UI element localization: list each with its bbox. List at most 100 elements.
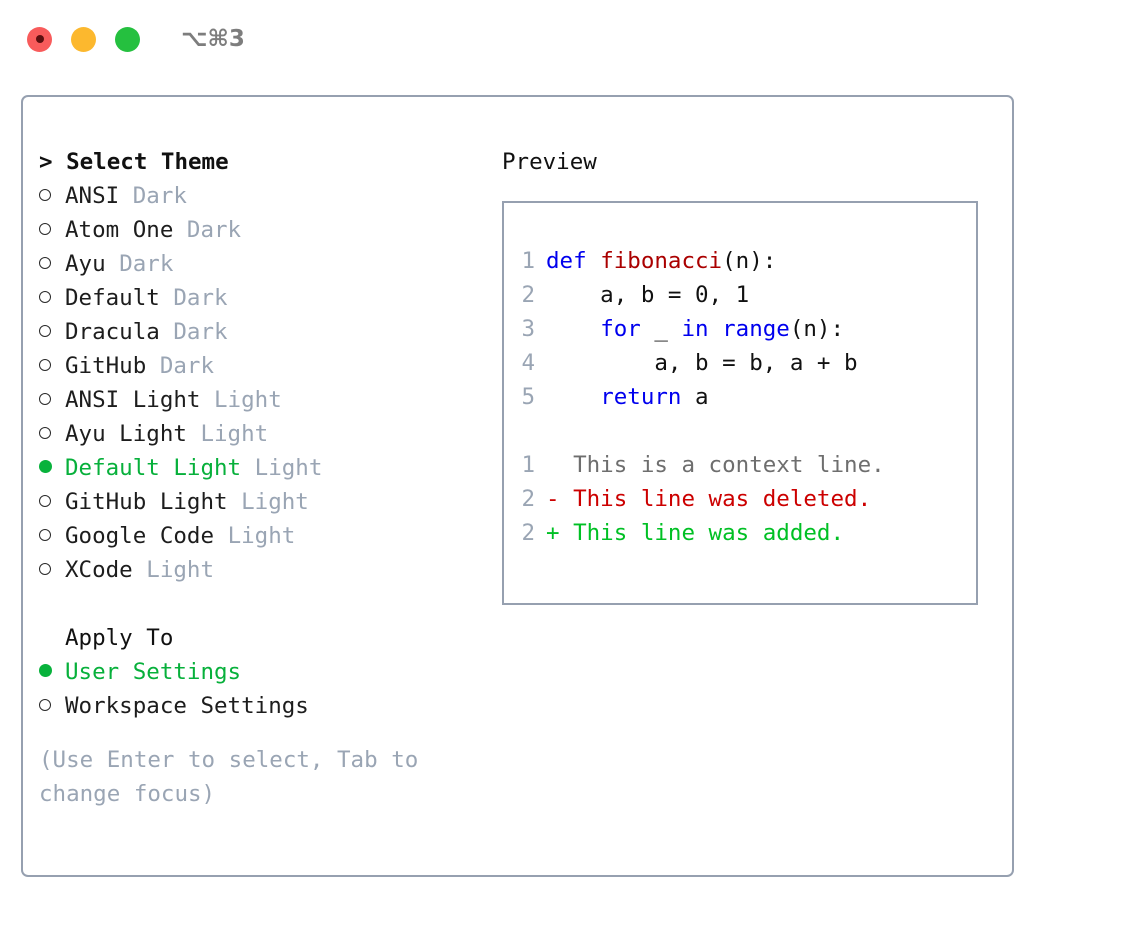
diff-text: This is a context line. <box>573 452 885 478</box>
close-button-icon[interactable] <box>27 26 52 52</box>
theme-option-variant: Light <box>214 387 282 413</box>
theme-option-variant: Light <box>241 489 309 515</box>
select-theme-header: > Select Theme <box>39 149 229 175</box>
keyboard-hint-text: (Use Enter to select, Tab to change focu… <box>39 747 419 807</box>
theme-option-google-code[interactable]: Google Code Light <box>39 519 479 553</box>
theme-option-name: Dracula <box>65 319 160 345</box>
code-token: a, b = b, a + b <box>546 350 858 376</box>
code-line: 5 return a <box>511 380 885 414</box>
code-token: fibonacci <box>600 248 723 274</box>
record-indicator-icon <box>35 35 44 43</box>
theme-option-ansi-light[interactable]: ANSI Light Light <box>39 383 479 417</box>
line-number: 1 <box>521 452 535 478</box>
code-token: (n): <box>722 248 777 274</box>
diff-text: This line was deleted. <box>573 486 872 512</box>
radio-unselected-icon <box>39 179 65 213</box>
theme-option-variant: Light <box>146 557 215 583</box>
theme-option-atom-one[interactable]: Atom One Dark <box>39 213 479 247</box>
theme-option-default-light[interactable]: Default Light Light <box>39 451 479 485</box>
code-line: 3 for _ in range(n): <box>511 312 885 346</box>
diff-marker <box>546 452 573 478</box>
theme-option-name: Google Code <box>65 523 215 549</box>
radio-unselected-icon <box>39 247 65 281</box>
diff-line-del: 2- This line was deleted. <box>511 482 885 516</box>
theme-option-dracula[interactable]: Dracula Dark <box>39 315 479 349</box>
theme-option-variant: Light <box>254 455 323 481</box>
code-token: in range <box>681 316 790 342</box>
line-number: 5 <box>521 384 535 410</box>
code-token: def <box>546 248 601 274</box>
theme-option-github-light[interactable]: GitHub Light Light <box>39 485 479 519</box>
radio-unselected-icon <box>39 315 65 349</box>
theme-option-variant: Dark <box>173 319 228 345</box>
code-line: 4 a, b = b, a + b <box>511 346 885 380</box>
line-number: 1 <box>521 248 535 274</box>
apply-to-option-workspace-settings[interactable]: Workspace Settings <box>39 689 479 723</box>
line-number: 2 <box>521 282 535 308</box>
radio-unselected-icon <box>39 383 65 417</box>
theme-option-name: Atom One <box>65 217 174 243</box>
radio-unselected-icon <box>39 349 65 383</box>
radio-unselected-icon <box>39 553 65 587</box>
theme-option-name: ANSI Light <box>65 387 201 413</box>
diff-line-add: 2+ This line was added. <box>511 516 885 550</box>
code-token <box>546 316 600 342</box>
maximize-button-icon[interactable] <box>115 26 140 52</box>
theme-option-github[interactable]: GitHub Dark <box>39 349 479 383</box>
radio-selected-icon <box>39 655 65 689</box>
theme-option-variant: Dark <box>132 183 187 209</box>
theme-option-variant: Dark <box>119 251 174 277</box>
diff-line-ctx: 1 This is a context line. <box>511 448 885 482</box>
code-line: 2 a, b = 0, 1 <box>511 278 885 312</box>
apply-to-header: Apply To <box>65 625 174 651</box>
theme-option-xcode[interactable]: XCode Light <box>39 553 479 587</box>
code-token: for <box>600 316 641 342</box>
code-token: a, b = 0, 1 <box>546 282 750 308</box>
radio-unselected-icon <box>39 281 65 315</box>
apply-to-option-user-settings[interactable]: User Settings <box>39 655 479 689</box>
line-number: 2 <box>521 520 535 546</box>
minimize-button-icon[interactable] <box>71 26 96 52</box>
code-token: (n): <box>789 316 845 342</box>
window-titlebar: ⌥⌘3 <box>0 0 1140 78</box>
apply-to-option-name: User Settings <box>65 659 242 685</box>
theme-option-variant: Dark <box>186 217 242 243</box>
theme-option-name: Ayu Light <box>65 421 187 447</box>
code-token: _ <box>640 316 682 342</box>
theme-option-default[interactable]: Default Dark <box>39 281 479 315</box>
theme-option-variant: Dark <box>173 285 228 311</box>
line-number: 2 <box>521 486 535 512</box>
diff-marker: - <box>546 486 574 512</box>
code-blank-line <box>511 414 885 448</box>
theme-option-variant: Light <box>227 523 296 549</box>
line-number: 4 <box>521 350 535 376</box>
theme-option-variant: Dark <box>159 353 215 379</box>
theme-option-ansi[interactable]: ANSI Dark <box>39 179 479 213</box>
code-token <box>546 384 600 410</box>
apply-to-option-name: Workspace Settings <box>65 693 309 719</box>
theme-option-name: Default <box>65 285 160 311</box>
theme-option-variant: Light <box>200 421 269 447</box>
theme-option-name: Ayu <box>65 251 106 277</box>
keyboard-shortcut-label: ⌥⌘3 <box>181 26 245 52</box>
code-token: a <box>681 384 709 410</box>
diff-text: This line was added. <box>573 520 845 546</box>
theme-option-ayu[interactable]: Ayu Dark <box>39 247 479 281</box>
line-number: 3 <box>521 316 535 342</box>
theme-option-name: XCode <box>65 557 133 583</box>
radio-unselected-icon <box>39 689 65 723</box>
traffic-light-buttons <box>27 26 140 52</box>
radio-unselected-icon <box>39 519 65 553</box>
radio-selected-icon <box>39 451 65 485</box>
code-token: return <box>600 384 682 410</box>
theme-option-ayu-light[interactable]: Ayu Light Light <box>39 417 479 451</box>
preview-title: Preview <box>502 149 597 175</box>
radio-unselected-icon <box>39 213 65 247</box>
